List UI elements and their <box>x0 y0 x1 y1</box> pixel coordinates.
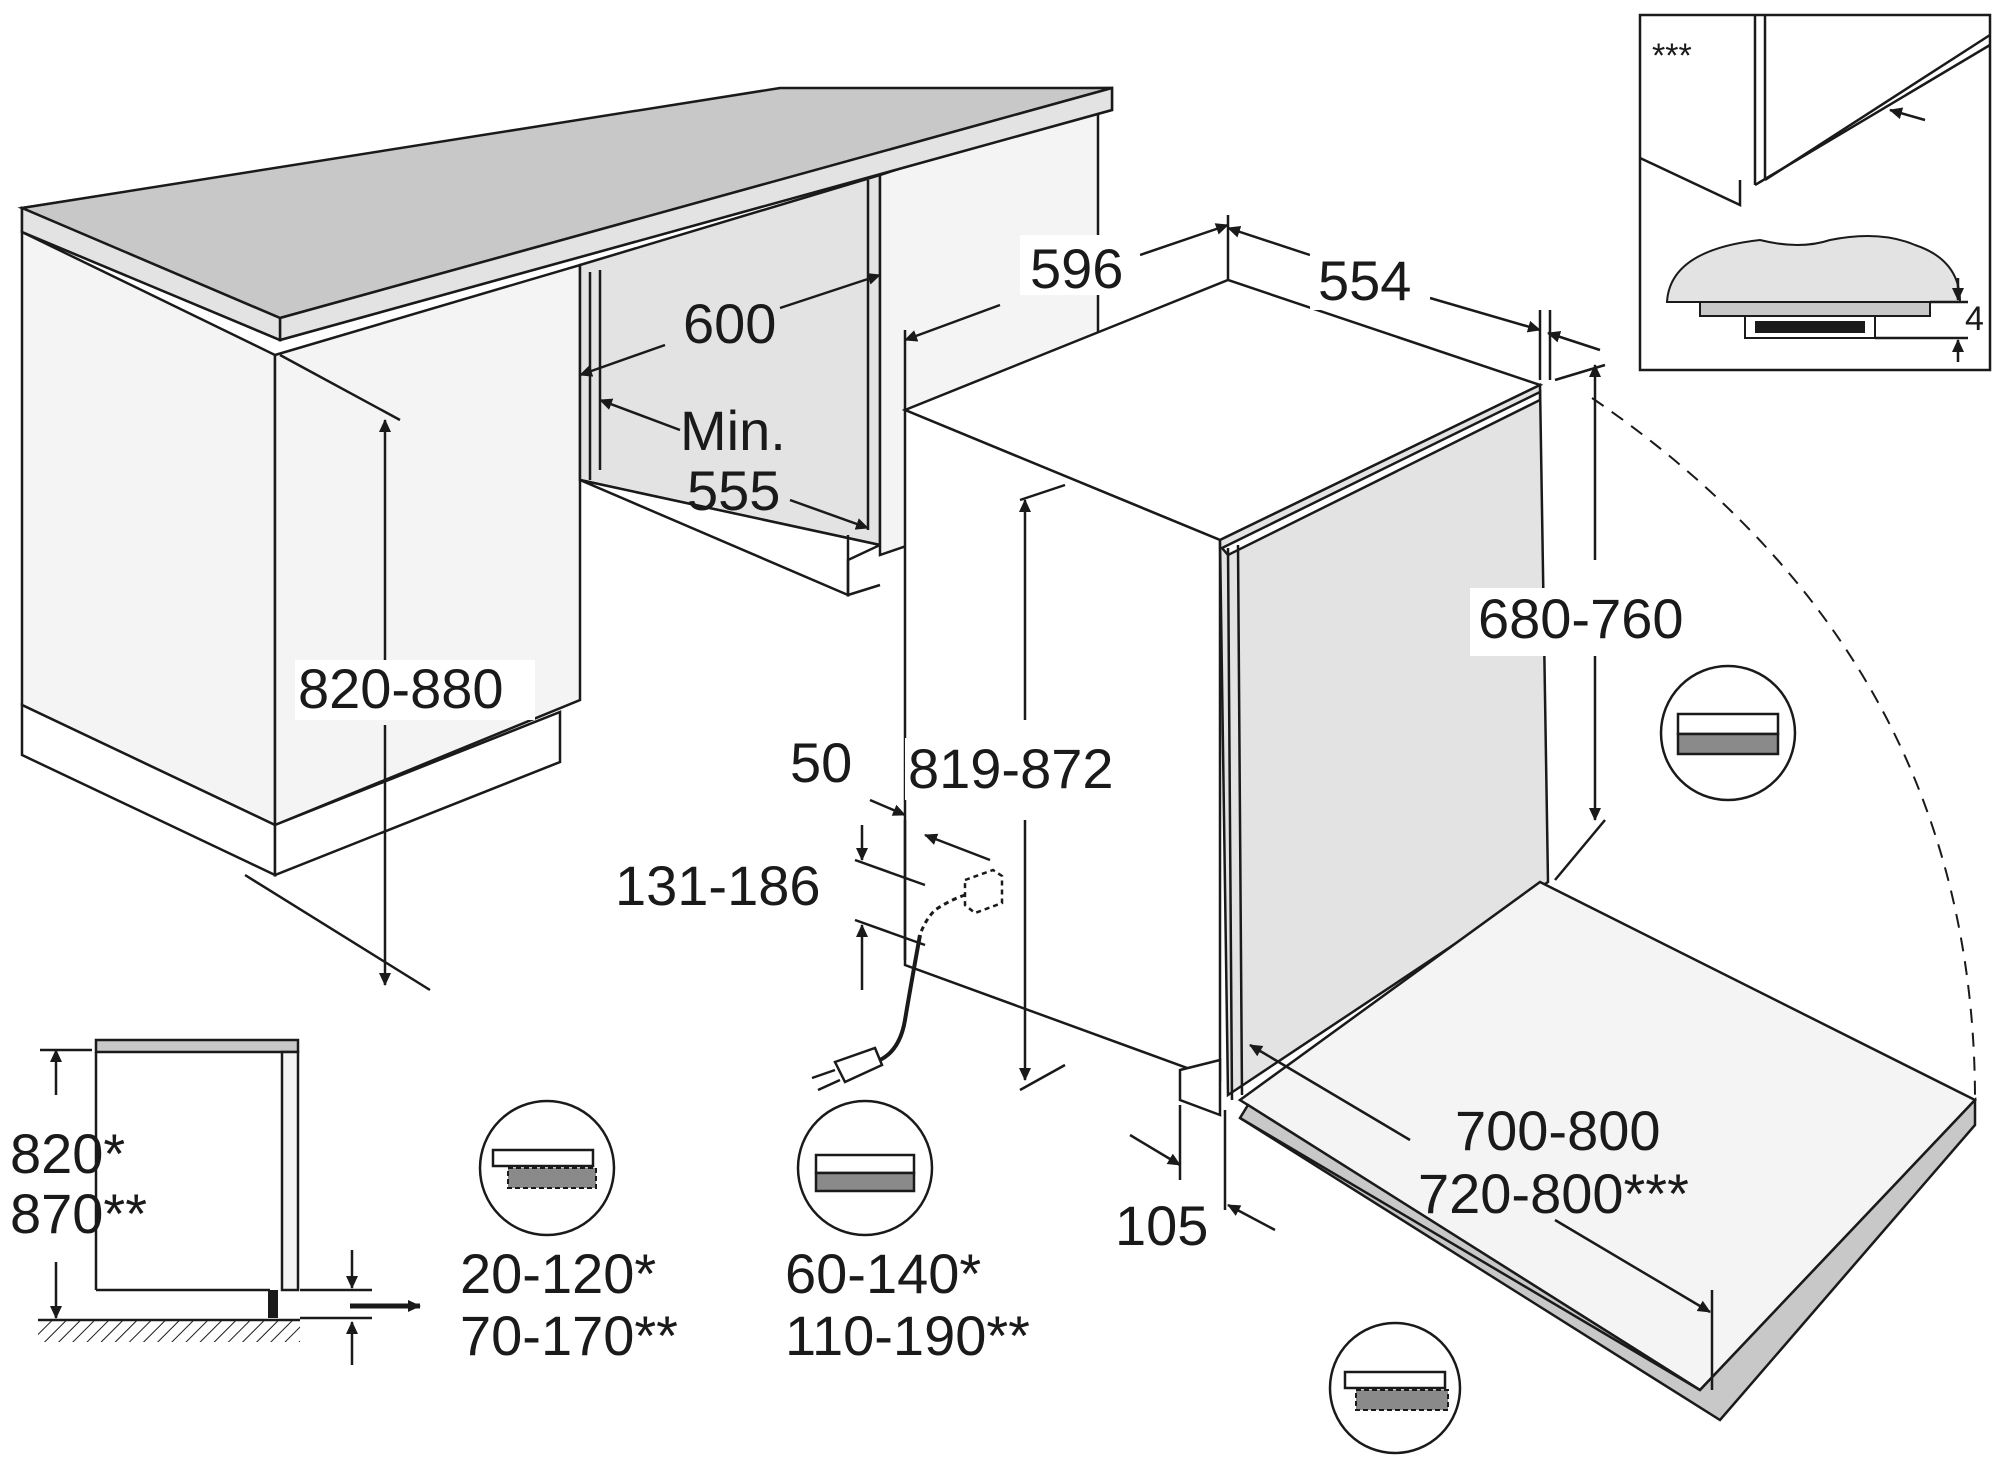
dim-110-190: 110-190** <box>785 1304 1030 1367</box>
dimension-labels: 596 554 600 Min. 555 820-880 680-760 819… <box>10 37 1984 1367</box>
dim-131-186: 131-186 <box>615 854 821 917</box>
dim-820-star: 820* <box>10 1122 125 1185</box>
dishwasher-body <box>901 278 1978 1422</box>
dim-50: 50 <box>790 731 852 794</box>
door-panel-icon <box>1659 664 1797 802</box>
dim-820-880: 820-880 <box>298 657 504 720</box>
dim-680-760: 680-760 <box>1478 587 1684 650</box>
plinth-flush-icon <box>796 1099 934 1237</box>
dimension-lines <box>279 215 1714 1390</box>
dim-105: 105 <box>1115 1194 1208 1257</box>
dim-20-120: 20-120* <box>460 1242 656 1305</box>
dim-600: 600 <box>683 292 776 355</box>
dim-70-170: 70-170** <box>460 1304 678 1367</box>
dim-720-800: 720-800*** <box>1418 1162 1689 1225</box>
dim-60-140: 60-140* <box>785 1242 981 1305</box>
plinth-bottom-icon <box>1328 1321 1462 1455</box>
dim-596: 596 <box>1030 237 1123 300</box>
power-plug-icon <box>811 1046 884 1092</box>
dim-min-555: 555 <box>687 459 780 522</box>
dim-819-872: 819-872 <box>908 737 1114 800</box>
dim-870-star: 870** <box>10 1182 147 1245</box>
water-connection <box>811 868 1004 1092</box>
dim-min-label: Min. <box>680 399 786 462</box>
dim-554: 554 <box>1318 249 1411 312</box>
inset-gap-4: 4 <box>1965 300 1984 338</box>
dim-700-800: 700-800 <box>1455 1099 1661 1162</box>
inset-note: *** <box>1652 37 1692 75</box>
inset-detail <box>1638 13 1992 372</box>
plinth-offset-icon <box>478 1099 616 1237</box>
side-profile <box>38 1038 421 1365</box>
